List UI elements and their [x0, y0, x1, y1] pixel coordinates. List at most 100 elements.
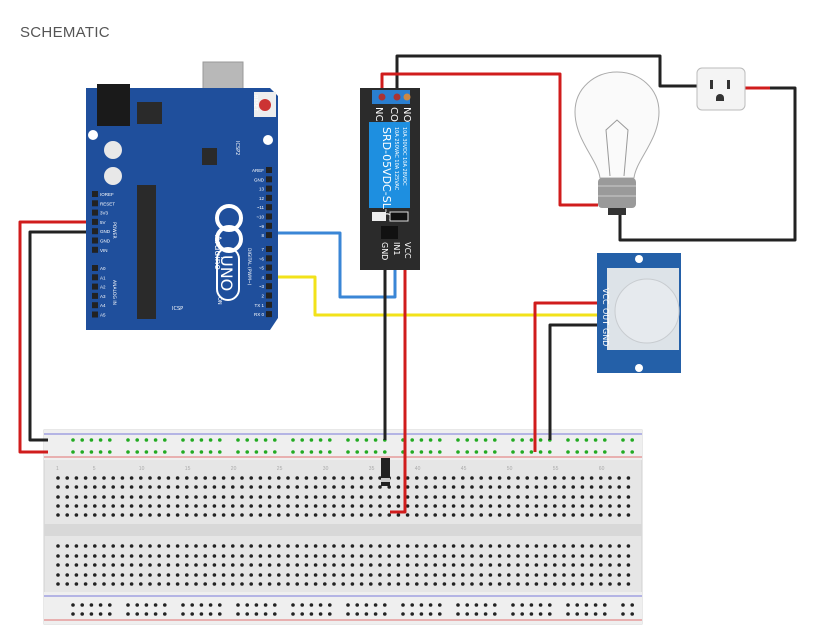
- breadboard-hole[interactable]: [102, 544, 106, 548]
- breadboard-hole[interactable]: [405, 544, 410, 548]
- breadboard-hole[interactable]: [304, 573, 309, 577]
- breadboard-hole[interactable]: [383, 450, 387, 454]
- breadboard-hole[interactable]: [359, 544, 364, 548]
- breadboard-hole[interactable]: [245, 612, 249, 616]
- breadboard-hole[interactable]: [93, 573, 97, 577]
- breadboard-hole[interactable]: [474, 612, 479, 616]
- breadboard-hole[interactable]: [589, 563, 594, 567]
- breadboard-hole[interactable]: [212, 544, 217, 548]
- breadboard-hole[interactable]: [442, 582, 447, 586]
- breadboard-hole[interactable]: [511, 450, 515, 454]
- breadboard-hole[interactable]: [529, 450, 534, 454]
- breadboard-hole[interactable]: [240, 476, 244, 480]
- breadboard-hole[interactable]: [562, 563, 566, 567]
- breadboard-hole[interactable]: [80, 603, 84, 607]
- breadboard-hole[interactable]: [525, 563, 529, 567]
- breadboard-hole[interactable]: [488, 485, 493, 489]
- breadboard-hole[interactable]: [212, 563, 217, 567]
- breadboard-hole[interactable]: [497, 504, 502, 508]
- breadboard-hole[interactable]: [617, 485, 621, 489]
- breadboard-hole[interactable]: [507, 582, 511, 586]
- breadboard-hole[interactable]: [442, 476, 447, 480]
- breadboard-hole[interactable]: [442, 544, 447, 548]
- breadboard-hole[interactable]: [148, 476, 152, 480]
- breadboard-hole[interactable]: [166, 504, 171, 508]
- breadboard-hole[interactable]: [163, 438, 167, 442]
- breadboard-hole[interactable]: [313, 582, 318, 586]
- breadboard-hole[interactable]: [350, 554, 355, 558]
- breadboard-hole[interactable]: [111, 485, 115, 489]
- breadboard-hole[interactable]: [212, 495, 217, 499]
- breadboard-hole[interactable]: [410, 450, 415, 454]
- breadboard-hole[interactable]: [428, 450, 433, 454]
- breadboard-hole[interactable]: [359, 495, 364, 499]
- breadboard-hole[interactable]: [442, 554, 447, 558]
- breadboard-hole[interactable]: [267, 573, 272, 577]
- breadboard-hole[interactable]: [144, 438, 149, 442]
- breadboard-hole[interactable]: [419, 603, 424, 607]
- breadboard-hole[interactable]: [424, 513, 428, 517]
- breadboard-hole[interactable]: [157, 573, 161, 577]
- breadboard-hole[interactable]: [295, 563, 300, 567]
- breadboard-hole[interactable]: [163, 612, 167, 616]
- breadboard-hole[interactable]: [304, 554, 309, 558]
- breadboard-hole[interactable]: [538, 612, 543, 616]
- breadboard-hole[interactable]: [240, 495, 244, 499]
- breadboard-hole[interactable]: [166, 495, 171, 499]
- breadboard-hole[interactable]: [479, 554, 484, 558]
- breadboard-hole[interactable]: [442, 495, 447, 499]
- breadboard-hole[interactable]: [497, 485, 502, 489]
- breadboard-hole[interactable]: [120, 495, 125, 499]
- breadboard-hole[interactable]: [139, 485, 143, 489]
- header-pin[interactable]: [92, 246, 98, 253]
- breadboard-hole[interactable]: [304, 504, 309, 508]
- breadboard-hole[interactable]: [139, 495, 143, 499]
- breadboard-hole[interactable]: [543, 554, 548, 558]
- breadboard-hole[interactable]: [383, 603, 387, 607]
- breadboard-hole[interactable]: [461, 513, 465, 517]
- breadboard-hole[interactable]: [65, 504, 69, 508]
- breadboard-hole[interactable]: [277, 504, 281, 508]
- breadboard-hole[interactable]: [300, 450, 305, 454]
- breadboard-hole[interactable]: [157, 485, 161, 489]
- breadboard-hole[interactable]: [630, 603, 634, 607]
- breadboard-hole[interactable]: [332, 554, 336, 558]
- breadboard-hole[interactable]: [157, 513, 161, 517]
- breadboard-hole[interactable]: [405, 504, 410, 508]
- breadboard-hole[interactable]: [479, 573, 484, 577]
- breadboard-hole[interactable]: [516, 485, 520, 489]
- breadboard-hole[interactable]: [378, 495, 382, 499]
- breadboard-hole[interactable]: [245, 450, 249, 454]
- breadboard-hole[interactable]: [221, 476, 226, 480]
- breadboard-hole[interactable]: [102, 554, 106, 558]
- breadboard-hole[interactable]: [332, 573, 336, 577]
- breadboard-hole[interactable]: [520, 603, 524, 607]
- breadboard-hole[interactable]: [258, 554, 263, 558]
- breadboard-hole[interactable]: [139, 504, 143, 508]
- breadboard-hole[interactable]: [346, 438, 350, 442]
- breadboard-hole[interactable]: [593, 450, 598, 454]
- breadboard-hole[interactable]: [304, 582, 309, 586]
- breadboard-hole[interactable]: [350, 563, 355, 567]
- breadboard-hole[interactable]: [575, 612, 579, 616]
- breadboard-hole[interactable]: [221, 554, 226, 558]
- breadboard-hole[interactable]: [626, 504, 631, 508]
- header-pin[interactable]: [92, 237, 98, 244]
- breadboard-hole[interactable]: [300, 612, 305, 616]
- breadboard-hole[interactable]: [617, 495, 621, 499]
- breadboard-hole[interactable]: [74, 485, 79, 489]
- breadboard-hole[interactable]: [350, 582, 355, 586]
- breadboard-hole[interactable]: [488, 582, 493, 586]
- breadboard-hole[interactable]: [203, 563, 207, 567]
- breadboard-hole[interactable]: [194, 485, 198, 489]
- breadboard-hole[interactable]: [286, 573, 290, 577]
- breadboard-hole[interactable]: [543, 582, 548, 586]
- breadboard-hole[interactable]: [129, 544, 134, 548]
- breadboard-hole[interactable]: [373, 438, 378, 442]
- breadboard-hole[interactable]: [153, 438, 158, 442]
- breadboard-hole[interactable]: [212, 582, 217, 586]
- breadboard-hole[interactable]: [369, 554, 373, 558]
- breadboard-hole[interactable]: [534, 485, 539, 489]
- breadboard-hole[interactable]: [249, 485, 253, 489]
- breadboard-hole[interactable]: [323, 504, 327, 508]
